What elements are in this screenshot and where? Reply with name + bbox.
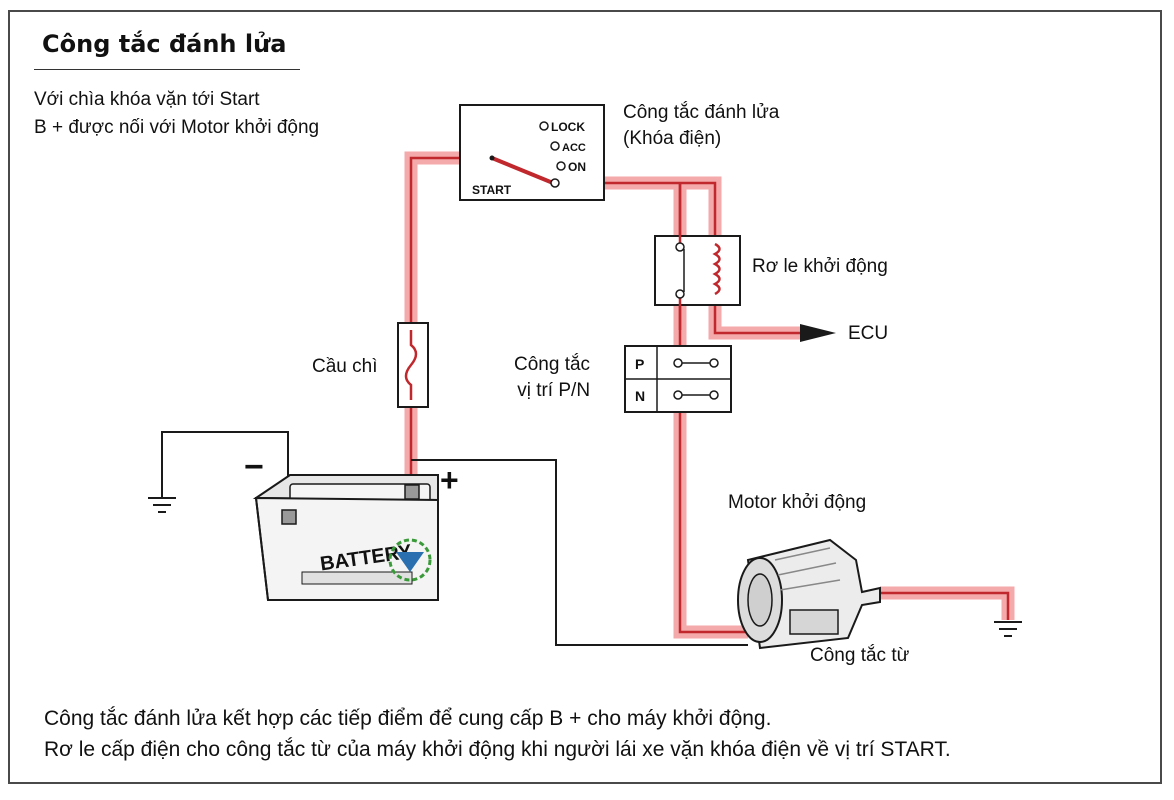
footer-line-2: Rơ le cấp điện cho công tắc từ của máy k… (44, 738, 951, 761)
ground-symbol-motor (994, 621, 1022, 637)
n-contact (673, 390, 683, 400)
fuse-element (404, 330, 418, 400)
acc-label: ACC (562, 142, 586, 154)
intro-line-2: B + được nối với Motor khởi động (34, 117, 320, 138)
ignition-switch: LOCK ACC ON START (459, 104, 605, 201)
magnetic-switch-label: Công tắc từ (810, 645, 910, 666)
battery-logo-icon (388, 538, 432, 582)
ignition-switch-label: Công tắc đánh lửa (Khóa điện) (623, 100, 779, 152)
n-label: N (635, 388, 645, 404)
starter-relay (654, 183, 741, 330)
on-contact (556, 161, 566, 171)
footer-text: Công tắc đánh lửa kết hợp các tiếp điểm … (44, 703, 951, 765)
ignition-switch-lever (491, 156, 554, 185)
ignition-switch-box (459, 104, 605, 201)
starter-relay-label: Rơ le khởi động (752, 256, 888, 277)
ground-wires (161, 431, 748, 646)
lock-label: LOCK (551, 120, 585, 134)
page-title: Công tắc đánh lửa (42, 30, 287, 58)
battery-plus-sign: + (440, 462, 459, 498)
battery: BATTERY (252, 474, 439, 601)
relay-contact-top (675, 242, 685, 252)
lock-contact (539, 121, 549, 131)
start-label: START (472, 183, 512, 197)
ignition-switch-label-line-2: (Khóa điện) (623, 128, 722, 149)
on-label: ON (568, 160, 586, 174)
ignition-switch-label-line-1: Công tắc đánh lửa (623, 102, 780, 123)
starter-motor-body (746, 538, 881, 650)
fuse-body (397, 322, 429, 408)
magnetic-switch-housing (789, 609, 839, 635)
intro-line-1: Với chìa khóa vặn tới Start (34, 89, 260, 110)
ecu-label: ECU (848, 323, 889, 344)
relay-contact-bottom (675, 289, 685, 299)
starter-motor (737, 538, 881, 650)
start-contact (550, 178, 560, 188)
pn-switch-label: Công tắc vị trí P/N (514, 352, 590, 404)
starter-relay-box (654, 235, 741, 306)
starter-motor-label: Motor khởi động (728, 492, 867, 513)
intro-text: Với chìa khóa vặn tới Start B + được nối… (34, 86, 319, 142)
pn-switch-label-line-2: vị trí P/N (517, 380, 591, 401)
pn-switch: P N (624, 345, 732, 413)
footer-line-1: Công tắc đánh lửa kết hợp các tiếp điểm … (44, 707, 772, 730)
fuse (397, 322, 429, 408)
title-underline (34, 69, 300, 70)
acc-contact (550, 141, 560, 151)
negative-terminal (281, 509, 297, 525)
fuse-label: Cầu chì (312, 356, 378, 377)
ground-symbol-battery (148, 497, 176, 513)
pn-switch-label-line-1: Công tắc (514, 354, 591, 375)
positive-terminal (404, 484, 420, 500)
p-contact (673, 358, 683, 368)
switch-pivot (489, 155, 495, 161)
relay-coil (712, 242, 721, 296)
battery-minus-sign: − (244, 448, 264, 486)
p-label: P (635, 356, 644, 372)
ecu-arrow-icon (800, 324, 836, 342)
